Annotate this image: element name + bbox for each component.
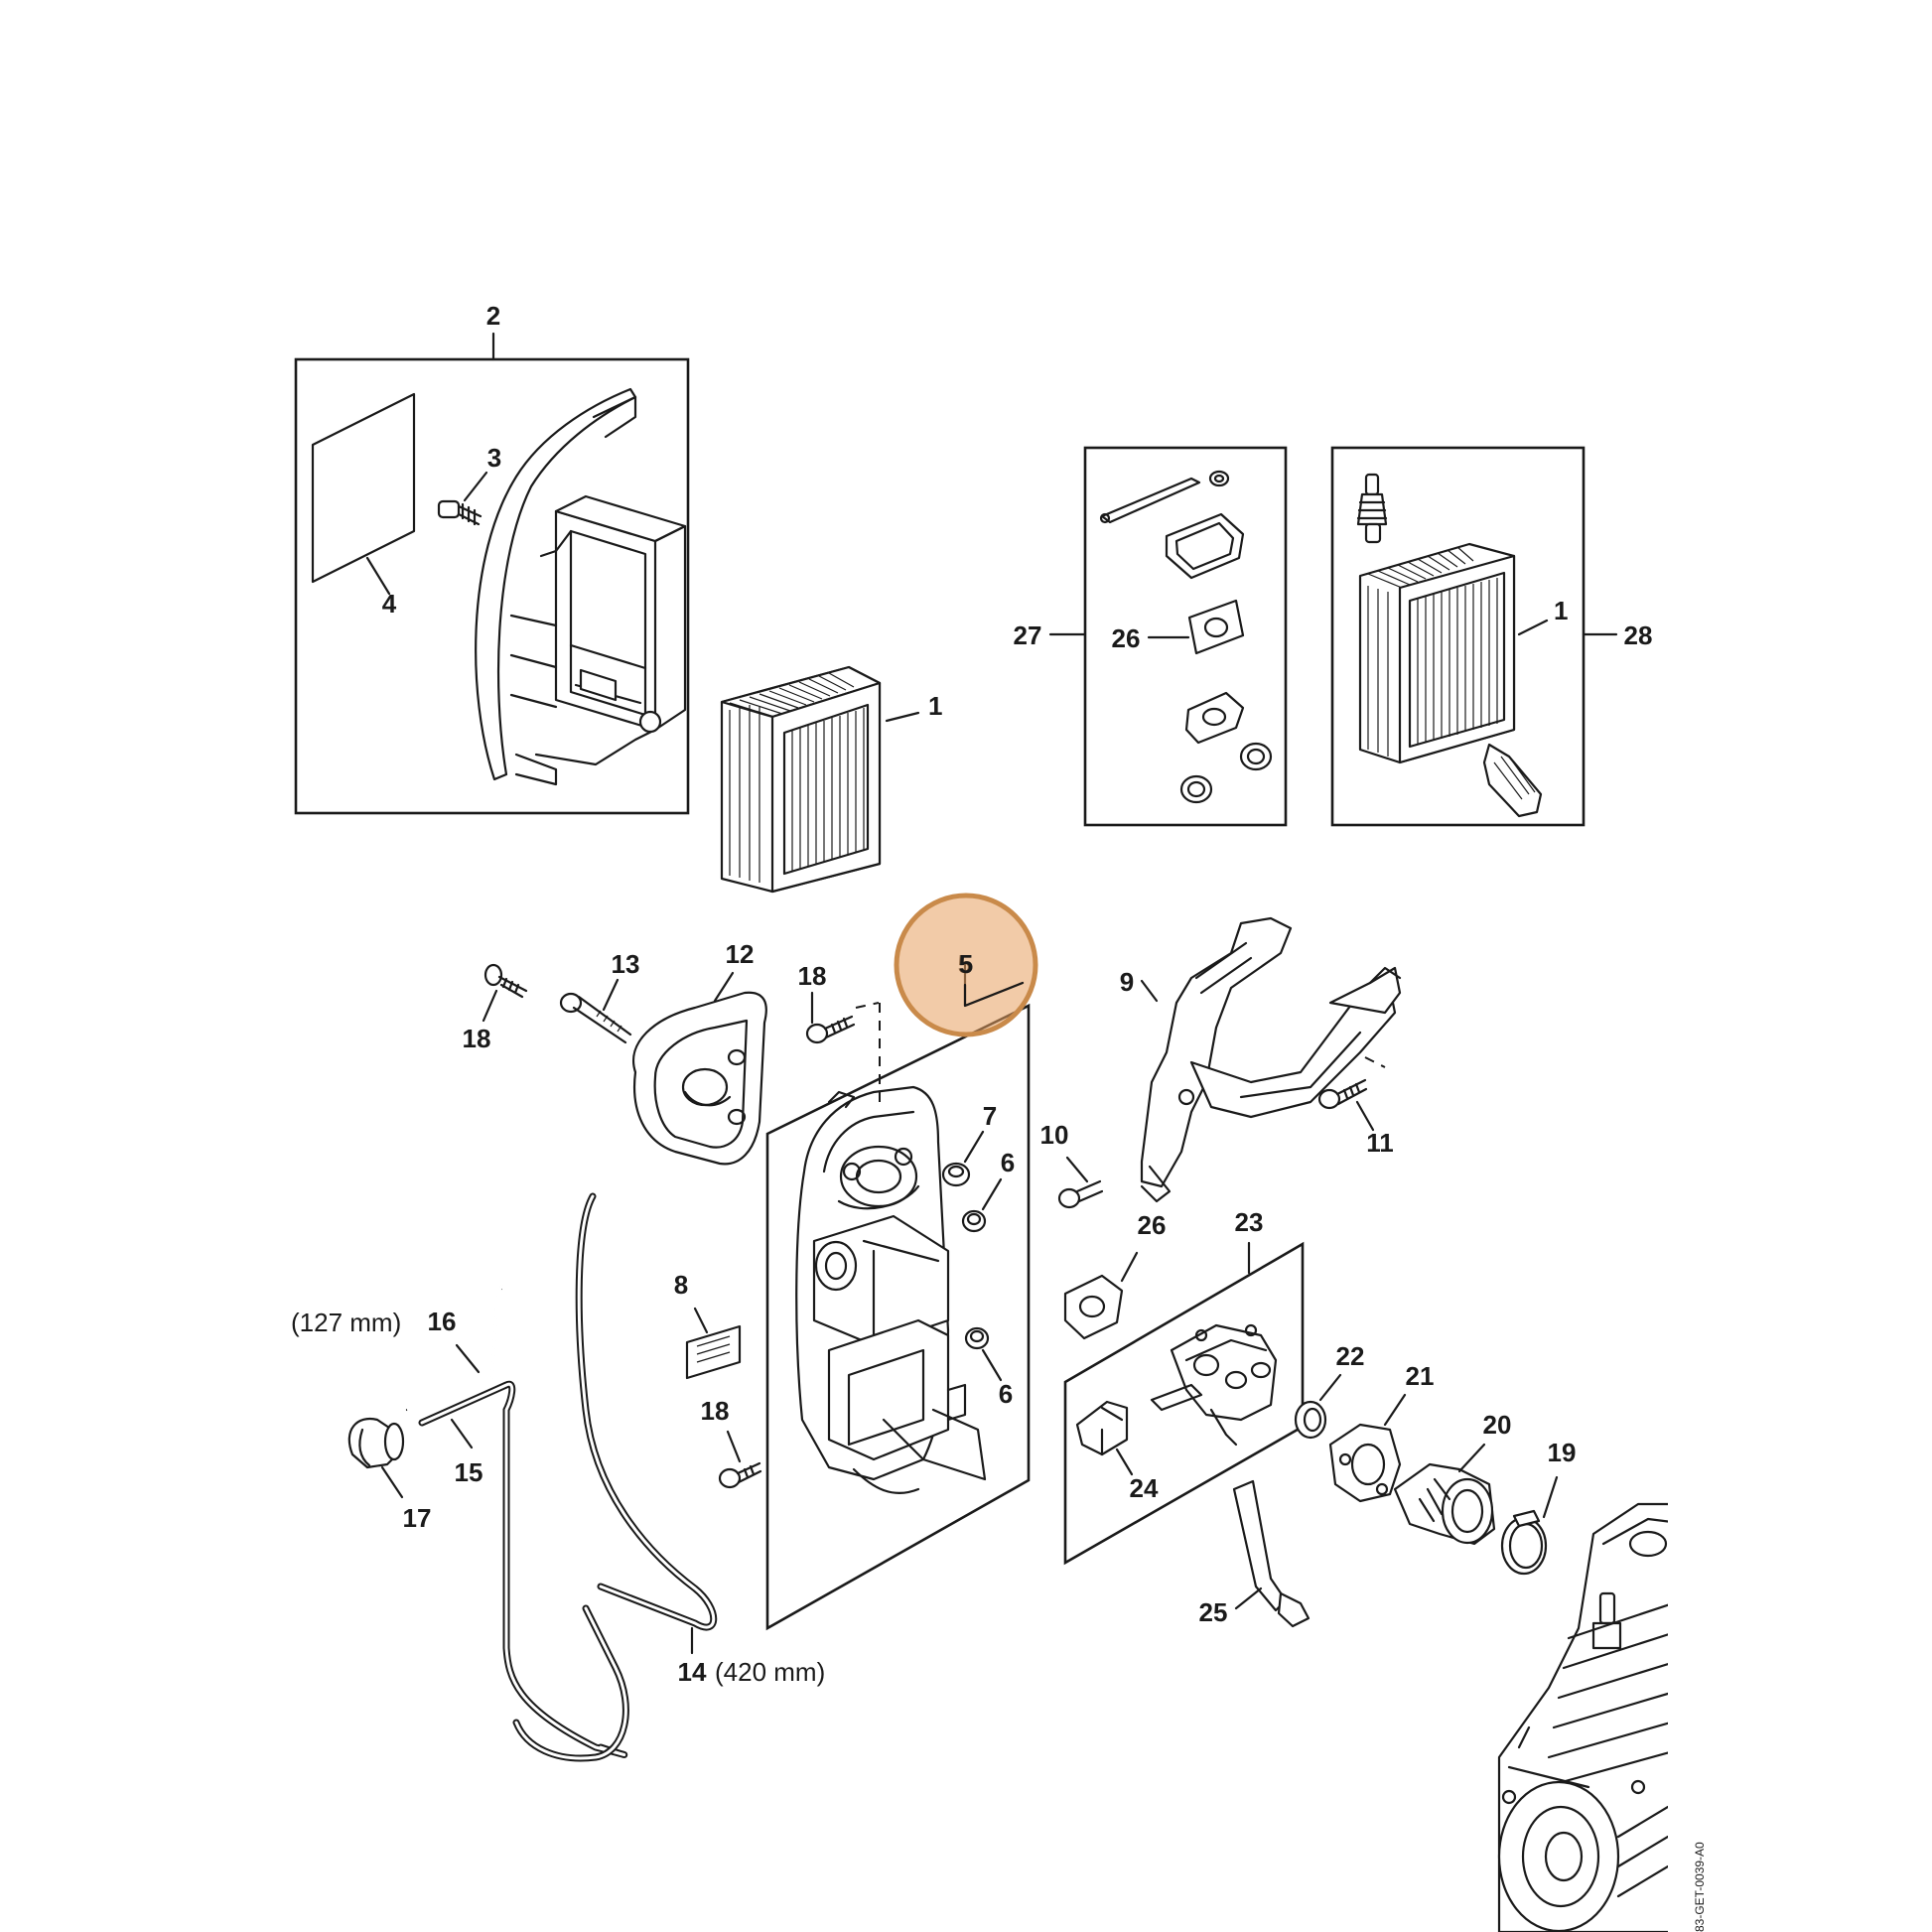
part-8-plate[interactable]: 8 [674,1270,742,1380]
callout-13[interactable]: 13 [612,949,640,979]
drawing-code: 83-GET-0039-A0 [1693,1842,1707,1932]
callout-9[interactable]: 9 [1120,967,1134,997]
part-26-gasket[interactable]: 26 [1063,1210,1167,1340]
shroud-housing [475,387,687,786]
part-24-choke-knob[interactable]: 24 [1075,1400,1159,1503]
callout-8[interactable]: 8 [674,1270,688,1300]
part-18-screw-top[interactable]: 18 [798,961,880,1044]
gasket-kit-parts[interactable]: 26 [1099,470,1273,804]
part-17-primer-bulb[interactable]: 17 [347,1417,432,1533]
part-7-grommet[interactable]: 7 [941,1101,997,1187]
part-9-bracket[interactable]: 9 [1120,916,1402,1203]
callout-26-lower[interactable]: 26 [1138,1210,1167,1240]
dim-16: (127 mm) [291,1308,401,1337]
group-box-2: 2 [294,301,690,815]
part-13-bolt[interactable]: 13 [559,949,640,1044]
part-1-air-filter[interactable]: 1 [720,665,942,894]
callout-25[interactable]: 25 [1199,1597,1228,1627]
highlight-marker[interactable] [894,893,1038,1037]
part-11-screw[interactable]: 11 [1317,1078,1394,1158]
part-15-hose[interactable]: 15 [418,1380,627,1758]
filter-kit-parts[interactable]: 1 [1356,473,1568,818]
callout-17[interactable]: 17 [403,1503,432,1533]
dim-14: (420 mm) [715,1657,825,1687]
callout-28[interactable]: 28 [1624,621,1653,650]
callout-7[interactable]: 7 [983,1101,997,1131]
callout-18-bottom[interactable]: 18 [701,1396,730,1426]
part-18-screw-left[interactable]: 18 [463,963,528,1053]
part-12-housing[interactable]: 12 [632,939,767,1166]
callout-6-bottom[interactable]: 6 [999,1379,1013,1409]
callout-2[interactable]: 2 [486,301,500,331]
part-6-grommet-b[interactable]: 6 [964,1326,1013,1409]
callout-19[interactable]: 19 [1548,1438,1577,1467]
part-6-grommet-a[interactable]: 6 [961,1148,1015,1233]
part-10-screw[interactable]: 10 [1040,1120,1104,1209]
callout-18-top[interactable]: 18 [798,961,827,991]
callout-24[interactable]: 24 [1130,1473,1159,1503]
part-18-screw-bottom[interactable]: 18 [701,1396,762,1489]
callout-4[interactable]: 4 [382,589,397,619]
callout-11[interactable]: 11 [1366,1128,1394,1158]
filter-pleats [729,672,865,883]
part-19-clamp[interactable]: 19 [1500,1438,1577,1576]
callout-6-top[interactable]: 6 [1001,1148,1015,1177]
part-25-hose[interactable]: 25 [1199,1479,1311,1628]
callout-22[interactable]: 22 [1336,1341,1365,1371]
part-4-sheet[interactable]: 4 [311,392,416,619]
group-box-28: 28 [1330,446,1653,827]
callout-1-center[interactable]: 1 [928,691,942,721]
callout-21[interactable]: 21 [1406,1361,1435,1391]
part-21-flange[interactable]: 21 [1328,1361,1435,1503]
highlight-label: 5 [959,949,973,979]
callout-18-left[interactable]: 18 [463,1024,491,1053]
part-5-carb-box[interactable]: 5 [795,949,987,1494]
part-3-screw[interactable]: 3 [437,443,501,526]
callout-10[interactable]: 10 [1040,1120,1069,1150]
callout-14[interactable]: 14 [678,1657,707,1687]
part-16-hose[interactable]: 16 (127 mm) [291,1284,504,1412]
callout-15[interactable]: 15 [455,1457,483,1487]
callout-26-kit[interactable]: 26 [1112,623,1141,653]
part-14-hose[interactable]: 14 (420 mm) [512,1192,825,1762]
engine-block [1497,1502,1668,1932]
callout-12[interactable]: 12 [726,939,755,969]
callout-23[interactable]: 23 [1235,1207,1264,1237]
part-23-carburetor[interactable] [1150,1323,1278,1447]
callout-16[interactable]: 16 [428,1307,457,1336]
callout-20[interactable]: 20 [1483,1410,1512,1440]
part-22-ring[interactable]: 22 [1294,1341,1365,1440]
callout-1-right[interactable]: 1 [1554,596,1568,625]
group-box-27: 27 [1014,446,1288,827]
callout-3[interactable]: 3 [487,443,501,473]
callout-27[interactable]: 27 [1014,621,1042,650]
part-20-manifold[interactable]: 20 [1393,1410,1512,1546]
